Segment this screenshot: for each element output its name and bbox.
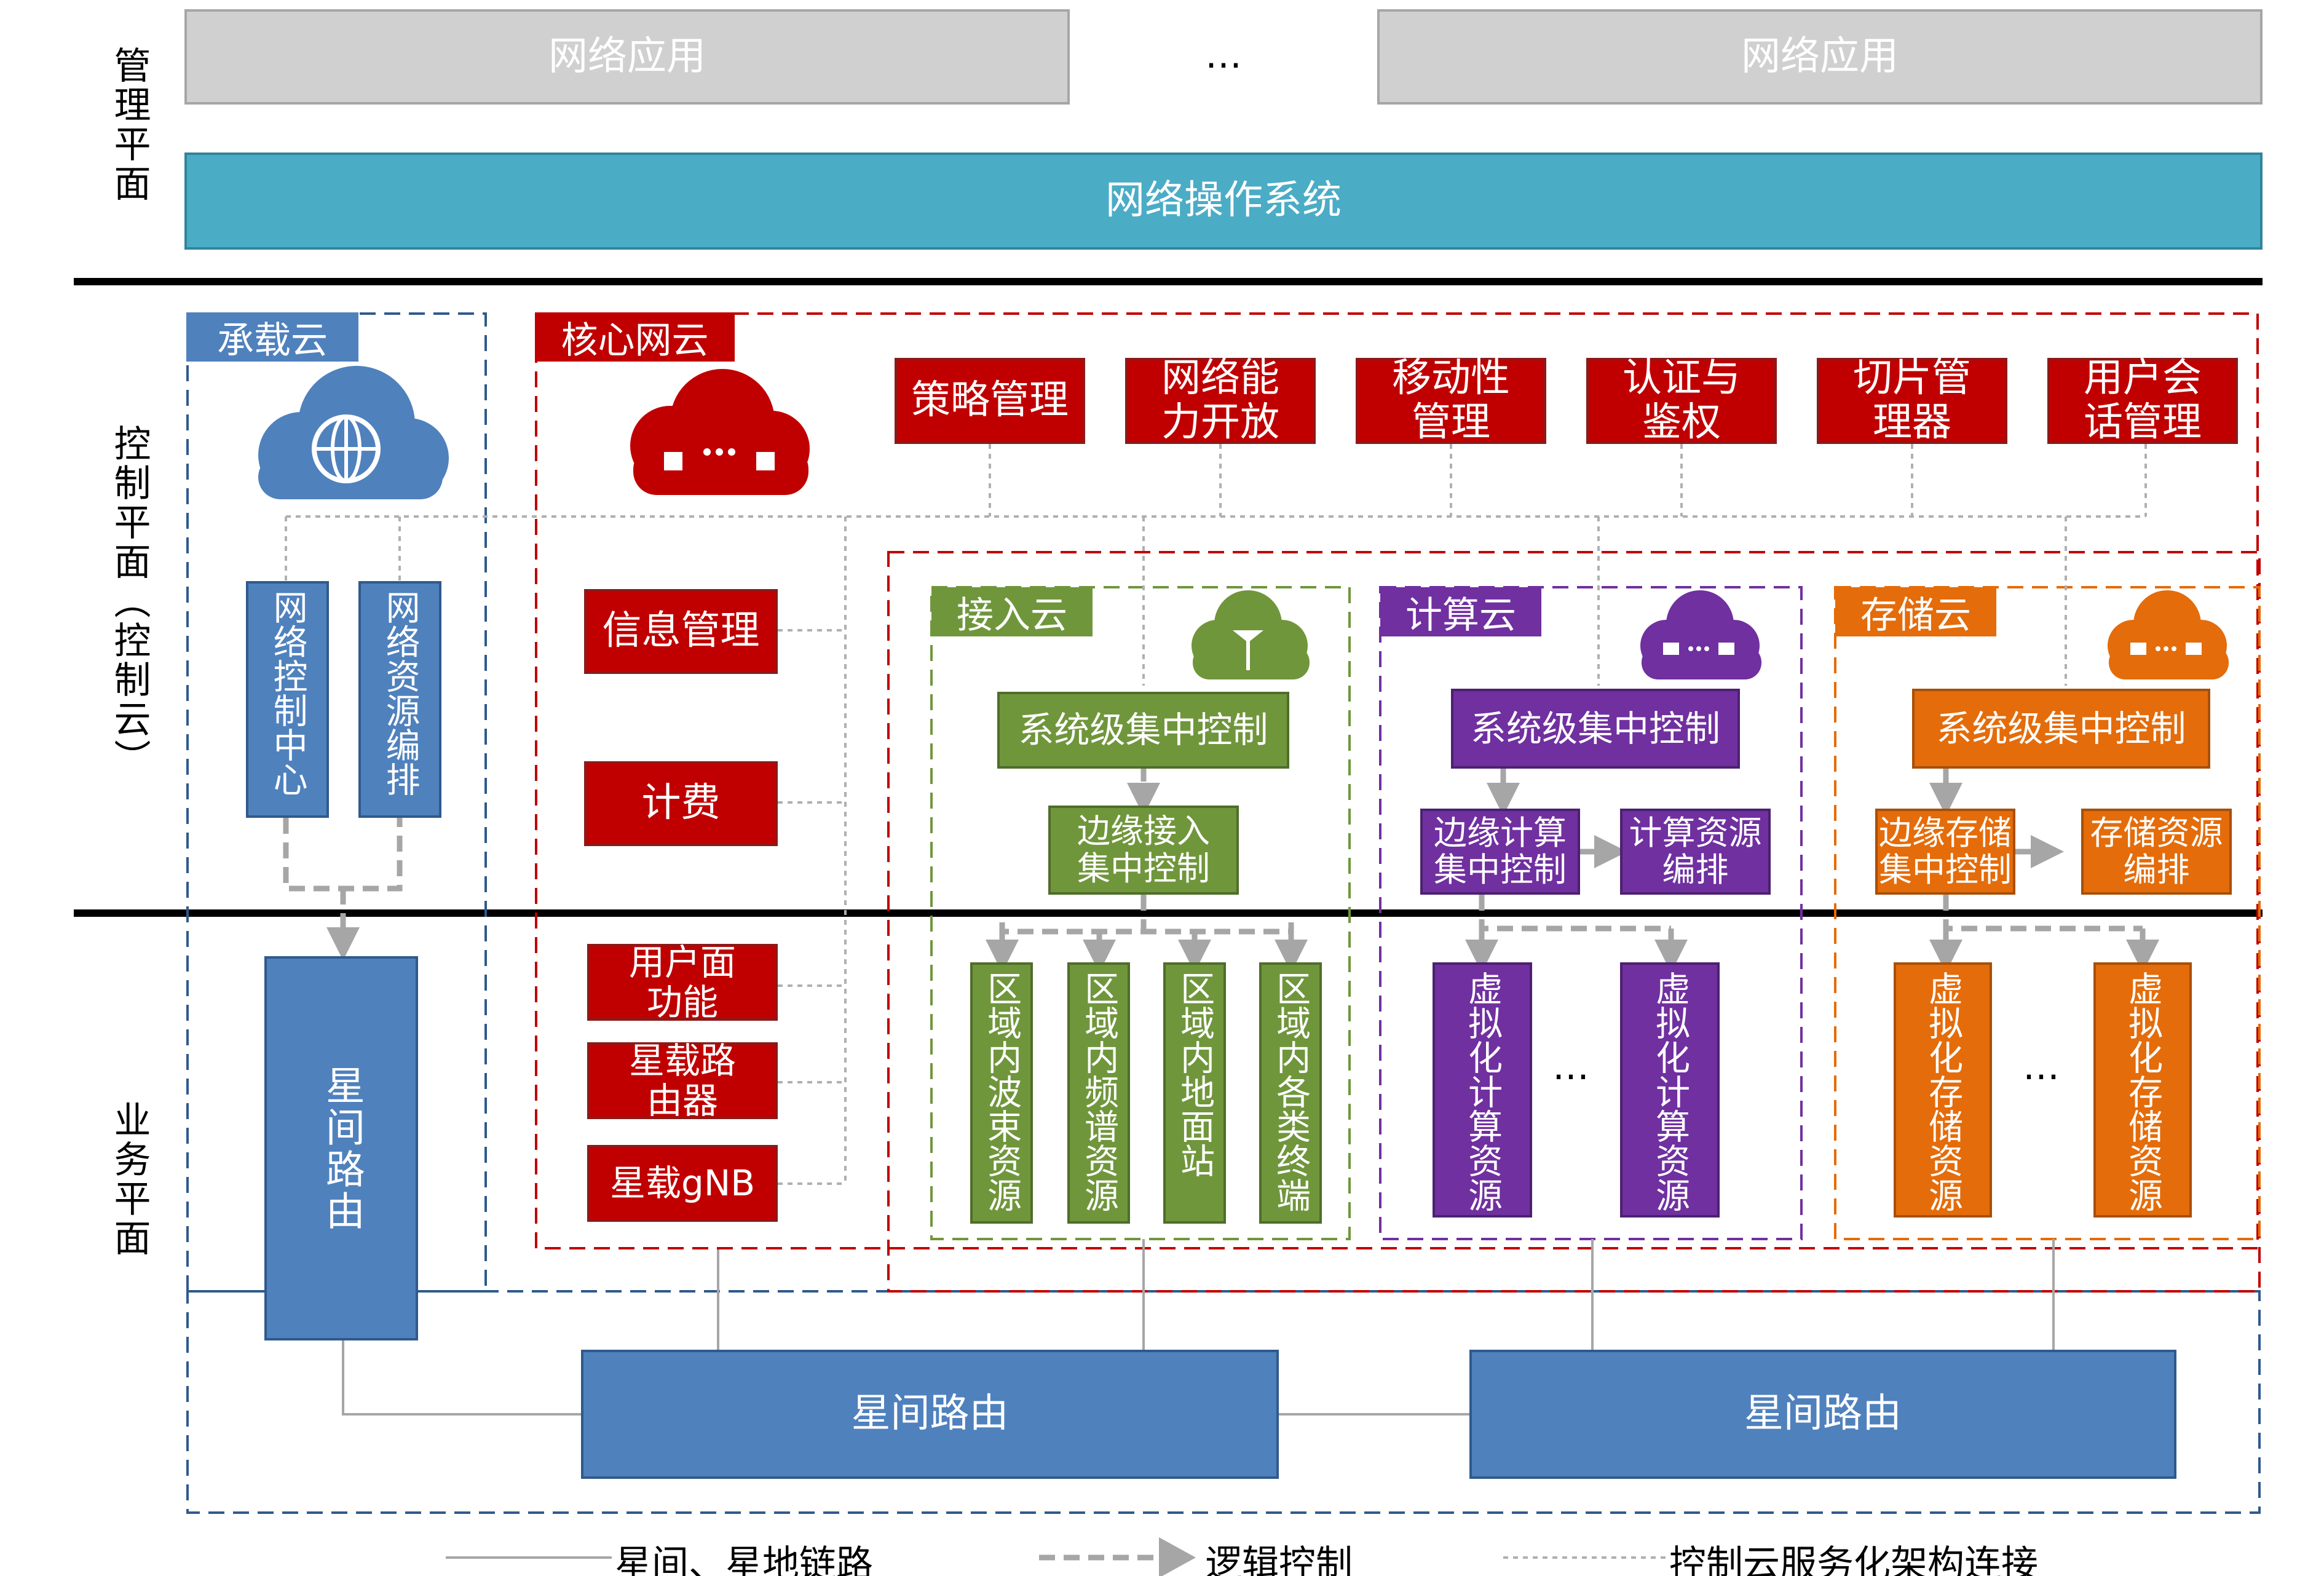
bearer-inter-satellite-routing: 星间路由: [264, 956, 418, 1340]
access-cloud-icon: [1192, 590, 1310, 679]
legend-logic-label: 逻辑控制: [1205, 1543, 1353, 1576]
service-outer-region: [186, 1290, 2261, 1514]
network-resource-orchestration: 网络资源编排: [358, 581, 441, 818]
access-resource-terminals: 区域内各类终端: [1259, 962, 1322, 1224]
legend-sba-label: 控制云服务化架构连接: [1669, 1543, 2038, 1576]
access-cloud-region: [930, 586, 1351, 1240]
access-resource-spectrum: 区域内频谱资源: [1067, 962, 1130, 1224]
sba-connections: [285, 444, 2147, 1185]
storage-resource-right-label: 虚拟化存储资源: [2122, 971, 2163, 1212]
onboard-gnb: 星载gNB: [587, 1145, 778, 1222]
storage-cloud-region: [1834, 586, 2261, 1240]
core-cloud-tag: 核心网云: [535, 312, 735, 362]
network-control-center: 网络控制中心: [246, 581, 329, 818]
bearer-cloud-icon: [258, 366, 449, 499]
network-app-left: 网络应用: [184, 9, 1070, 105]
core-function-capability-exposure: 网络能力开放: [1125, 356, 1316, 445]
logical-control: [283, 766, 2159, 973]
compute-cloud-tag: 计算云: [1380, 587, 1541, 637]
storage-resource-left-label: 虚拟化存储资源: [1923, 971, 1963, 1212]
compute-cloud-icon: [1640, 590, 1761, 679]
info-management: 信息管理: [584, 589, 778, 674]
compute-resource-right: 虚拟化计算资源: [1620, 962, 1720, 1218]
compute-resource-right-label: 虚拟化计算资源: [1650, 971, 1690, 1212]
core-function-authentication: 认证与鉴权: [1586, 356, 1777, 445]
bearer-routing-label: 星间路由: [318, 1064, 365, 1232]
management-ellipsis: …: [1205, 34, 1242, 77]
management-plane-label: 管理平面: [108, 46, 151, 204]
network-app-right: 网络应用: [1377, 9, 2263, 105]
legend-logic-arrow: [1159, 1537, 1196, 1576]
access-resource-terminals-label: 区域内各类终端: [1270, 971, 1311, 1212]
access-resource-ground-station: 区域内地面站: [1163, 962, 1226, 1224]
legend-links-label: 星间、星地链路: [615, 1543, 873, 1576]
bearer-cloud-tag: 承载云: [186, 312, 358, 362]
access-system-control: 系统级集中控制: [997, 692, 1289, 769]
access-edge-control: 边缘接入集中控制: [1048, 806, 1239, 895]
inter-satellite-routing-right: 星间路由: [1469, 1350, 2176, 1479]
compute-resource-left-label: 虚拟化计算资源: [1462, 971, 1503, 1212]
storage-resource-left: 虚拟化存储资源: [1894, 962, 1992, 1218]
access-resource-beam: 区域内波束资源: [970, 962, 1033, 1224]
access-resource-spectrum-label: 区域内频谱资源: [1078, 971, 1119, 1212]
billing: 计费: [584, 761, 778, 846]
core-function-mobility: 移动性管理: [1356, 356, 1546, 445]
storage-edge-control: 边缘存储集中控制: [1875, 809, 2015, 895]
onboard-router: 星载路由器: [587, 1040, 778, 1120]
access-resource-beam-label: 区域内波束资源: [981, 971, 1022, 1212]
compute-resource-left: 虚拟化计算资源: [1433, 962, 1532, 1218]
access-resource-ground-station-label: 区域内地面站: [1174, 971, 1215, 1178]
user-plane-function: 用户面功能: [587, 942, 778, 1022]
network-resource-orchestration-label: 网络资源编排: [380, 590, 421, 796]
storage-cloud-icon: [2108, 590, 2229, 679]
core-function-session-management: 用户会话管理: [2047, 356, 2238, 445]
compute-ellipsis: …: [1552, 1045, 1589, 1088]
core-function-slice-manager: 切片管理器: [1817, 356, 2007, 445]
core-cloud-icon: [630, 369, 810, 495]
cloud-group-region: [887, 551, 2261, 1293]
access-cloud-tag: 接入云: [931, 587, 1093, 637]
storage-ellipsis: …: [2023, 1045, 2060, 1088]
core-cloud-region: [535, 312, 2259, 1249]
control-plane-label: 控制平面（控制云）: [108, 424, 151, 778]
compute-cloud-region: [1379, 586, 1803, 1240]
core-function-policy: 策略管理: [895, 358, 1085, 444]
inter-satellite-routing-left: 星间路由: [581, 1350, 1279, 1479]
storage-orchestration: 存储资源编排: [2081, 809, 2232, 895]
service-plane-label: 业务平面: [108, 1101, 151, 1258]
storage-resource-right: 虚拟化存储资源: [2093, 962, 2192, 1218]
physical-links: [342, 1239, 2055, 1416]
compute-orchestration: 计算资源编排: [1620, 809, 1771, 895]
compute-system-control: 系统级集中控制: [1451, 689, 1740, 769]
compute-edge-control: 边缘计算集中控制: [1420, 809, 1580, 895]
network-control-center-label: 网络控制中心: [267, 590, 308, 796]
network-os: 网络操作系统: [184, 152, 2263, 250]
storage-system-control: 系统级集中控制: [1912, 689, 2210, 769]
storage-cloud-tag: 存储云: [1835, 587, 1996, 637]
